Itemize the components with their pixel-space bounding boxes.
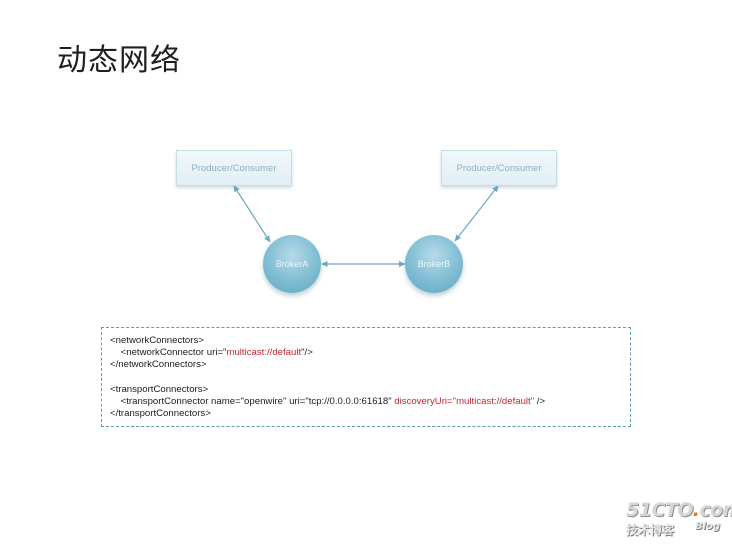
code-line-transport-connector: <transportConnector name="openwire" uri=… bbox=[110, 396, 622, 408]
code-line-transport-close: </transportConnectors> bbox=[110, 408, 211, 420]
code-text: /> bbox=[534, 395, 546, 407]
producer-consumer-left-label: Producer/Consumer bbox=[191, 162, 277, 174]
watermark-blog: Blog bbox=[695, 521, 721, 532]
code-text: "/> bbox=[301, 347, 313, 359]
watermark-site-name: 51CTO.com bbox=[626, 499, 732, 521]
code-line-network-connector: <networkConnector uri="multicast://defau… bbox=[110, 347, 622, 359]
producer-consumer-right-box: Producer/Consumer bbox=[441, 150, 557, 186]
producer-consumer-left-box: Producer/Consumer bbox=[176, 150, 292, 186]
broker-b-node: BrokerB bbox=[405, 235, 463, 293]
site-watermark-logo: 51CTO.com 技术博客 Blog bbox=[626, 499, 732, 539]
watermark-suffix: com bbox=[699, 499, 732, 521]
watermark-dot: . bbox=[692, 499, 700, 521]
config-code-box: <networkConnectors> <networkConnector ur… bbox=[101, 327, 631, 427]
broker-a-node: BrokerA bbox=[263, 235, 321, 293]
code-highlight-uri: multicast://default bbox=[226, 347, 302, 359]
code-line-network-close: </networkConnectors> bbox=[110, 359, 207, 371]
code-text: <networkConnector uri=" bbox=[110, 347, 227, 359]
code-line-transport-open: <transportConnectors> bbox=[110, 383, 209, 395]
code-line-blank bbox=[110, 372, 622, 384]
arrow-left-producer-broker-a bbox=[233, 185, 271, 243]
broker-b-label: BrokerB bbox=[417, 259, 451, 269]
code-highlight-discovery-uri: discoveryUri="multicast://default" bbox=[394, 395, 535, 407]
broker-a-label: BrokerA bbox=[275, 259, 309, 269]
producer-consumer-right-label: Producer/Consumer bbox=[456, 162, 542, 174]
page-title: 动态网络 bbox=[57, 43, 181, 78]
watermark-tagline: 技术博客 bbox=[626, 523, 675, 537]
code-text: <transportConnector name="openwire" uri=… bbox=[110, 395, 395, 407]
watermark-prefix: 51CTO bbox=[626, 499, 693, 521]
arrow-right-producer-broker-b bbox=[454, 185, 499, 242]
code-line-network-open: <networkConnectors> bbox=[110, 335, 204, 346]
